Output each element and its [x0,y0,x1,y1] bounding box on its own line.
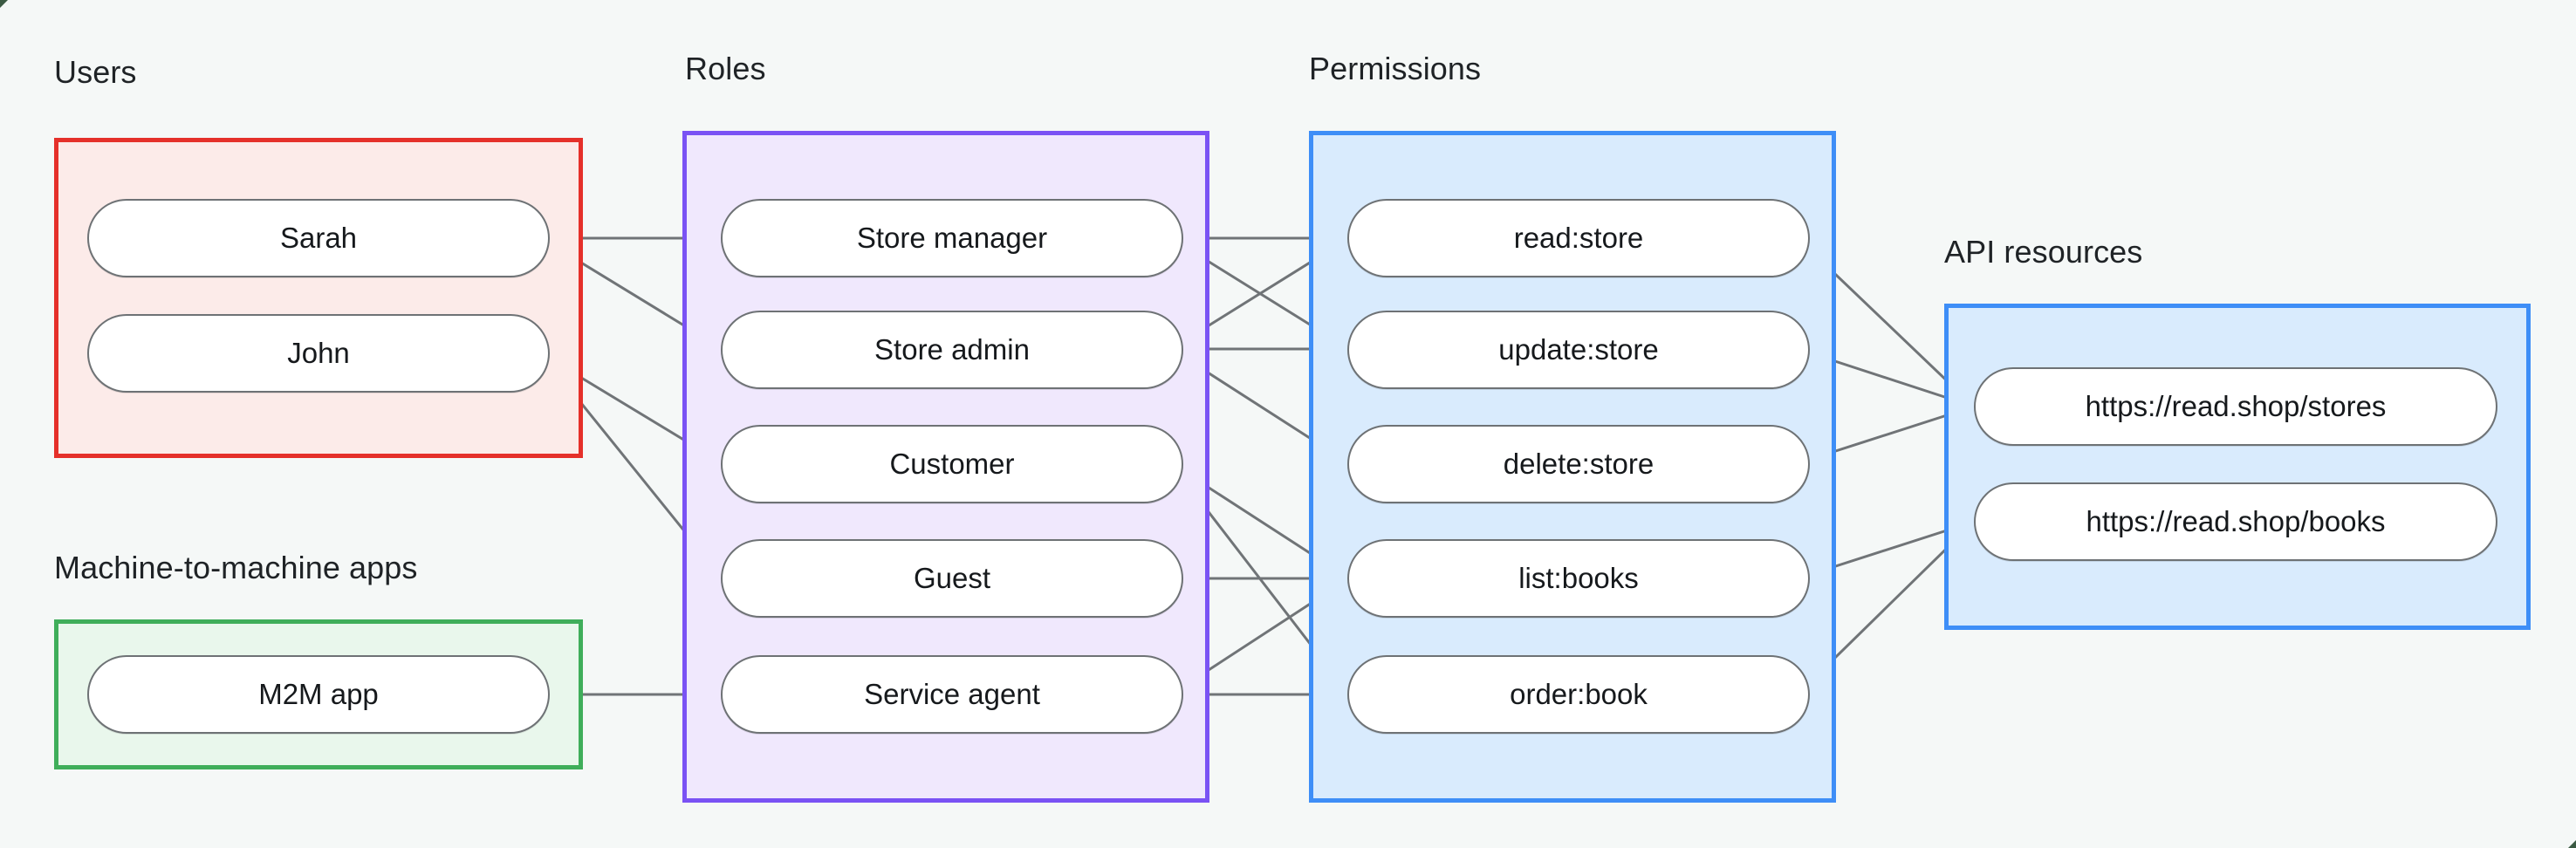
group-users [54,138,583,458]
group-caption-api-resources: API resources [1944,234,2143,270]
node-label-delete-store: delete:store [1503,448,1655,480]
node-service-agent[interactable]: Service agent [721,655,1183,734]
node-label-store-manager: Store manager [856,222,1048,254]
node-label-res-books: https://read.shop/books [2086,505,2386,537]
corner-marker-top-left [0,0,8,8]
group-caption-users: Users [54,54,137,90]
node-sarah[interactable]: Sarah [87,199,550,277]
node-label-john: John [287,337,350,369]
group-caption-permissions: Permissions [1309,51,1482,86]
node-guest[interactable]: Guest [721,539,1183,618]
node-label-m2m-app: M2M app [258,678,379,710]
node-label-res-stores: https://read.shop/stores [2085,390,2387,422]
node-order-book[interactable]: order:book [1347,655,1810,734]
node-delete-store[interactable]: delete:store [1347,425,1810,503]
node-m2m-app[interactable]: M2M app [87,655,550,734]
node-label-service-agent: Service agent [864,678,1040,710]
node-label-store-admin: Store admin [874,333,1030,366]
node-label-list-books: list:books [1518,562,1639,594]
node-res-stores[interactable]: https://read.shop/stores [1974,367,2497,446]
node-label-update-store: update:store [1498,333,1659,366]
node-res-books[interactable]: https://read.shop/books [1974,482,2497,561]
node-label-customer: Customer [889,448,1015,480]
group-caption-m2m: Machine-to-machine apps [54,550,418,585]
node-label-sarah: Sarah [279,222,358,254]
node-label-read-store: read:store [1513,222,1644,254]
node-store-manager[interactable]: Store manager [721,199,1183,277]
node-update-store[interactable]: update:store [1347,311,1810,389]
node-label-order-book: order:book [1510,678,1648,710]
node-john[interactable]: John [87,314,550,393]
node-list-books[interactable]: list:books [1347,539,1810,618]
node-read-store[interactable]: read:store [1347,199,1810,277]
node-label-guest: Guest [913,562,991,594]
corner-marker-bottom-right [2568,840,2576,848]
group-caption-roles: Roles [685,51,766,86]
group-api-resources [1944,304,2531,630]
node-store-admin[interactable]: Store admin [721,311,1183,389]
node-customer[interactable]: Customer [721,425,1183,503]
